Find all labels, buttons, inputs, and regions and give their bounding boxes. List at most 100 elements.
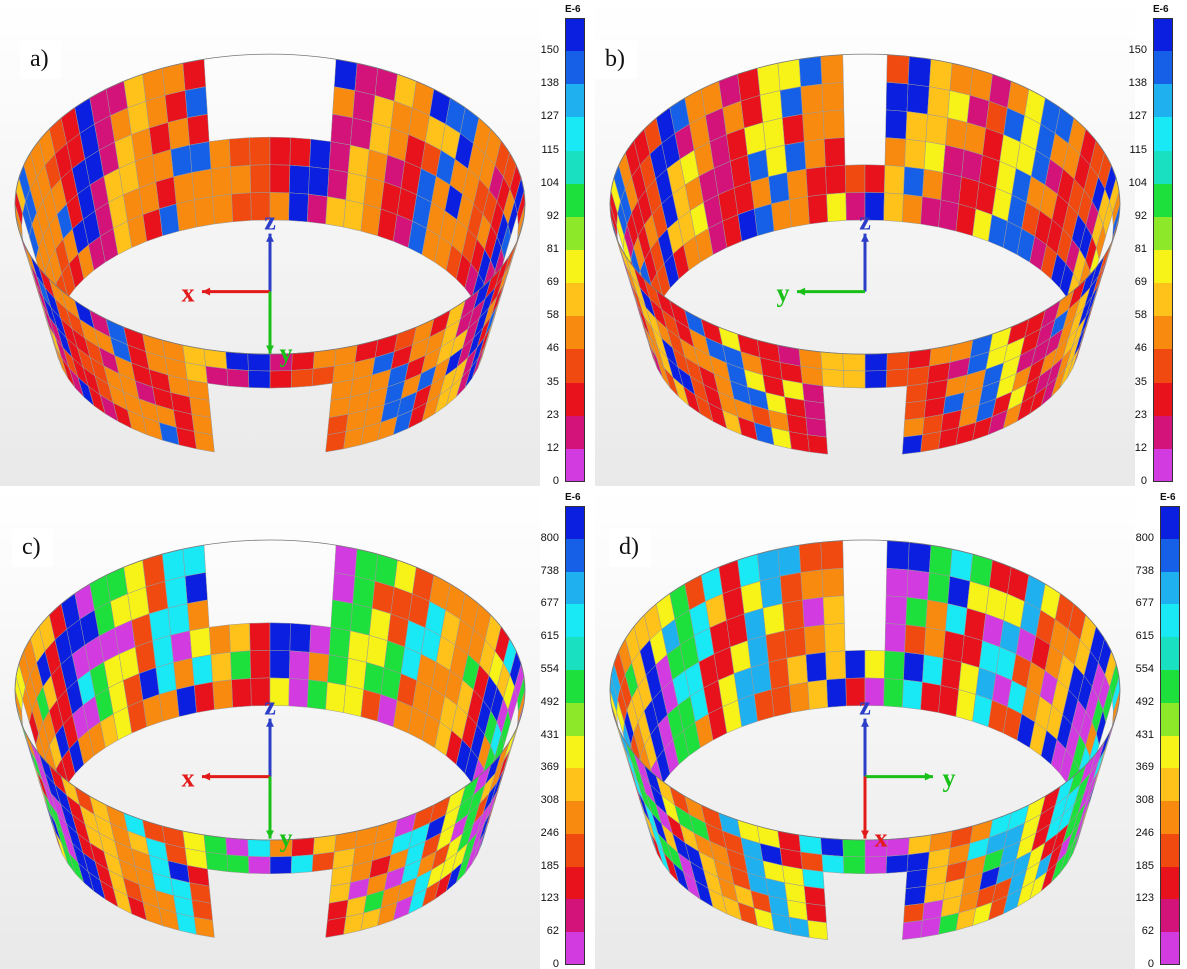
ring-mesh [14,53,526,453]
color-scale-tick: 738 [540,564,559,577]
color-scale-swatch [1153,415,1173,450]
color-scale-swatch [565,250,585,284]
color-scale-swatch [1160,604,1180,638]
ring-contour-plot-b: zy [595,0,1135,486]
color-scale-tick: 492 [540,695,559,708]
color-scale-swatch [565,866,585,900]
axis-triad: zxy [182,692,293,853]
color-scale-swatch [1160,538,1180,573]
color-scale-tick: 123 [540,892,559,905]
color-scale-swatch [565,702,585,736]
color-scale-tick: 0 [1140,475,1147,486]
color-scale-swatch [1153,84,1173,118]
color-scale-tick: 138 [1128,77,1147,90]
color-scale-swatch [1153,117,1173,152]
color-scale-tick: 738 [1135,564,1154,577]
color-scale-swatch [1160,637,1180,671]
color-scale-tick: 0 [1147,958,1154,969]
color-scale-tick: 115 [541,143,559,156]
color-scale-tick: 69 [1134,276,1147,289]
color-scale-tick: 23 [546,408,559,421]
color-scale-tick: 12 [546,441,559,454]
color-scale-swatch [1160,866,1180,900]
panel-label-a: a) [20,40,61,79]
color-scale-swatch [565,18,585,52]
axis-y-down: y [266,291,293,368]
axis-x-left: x [182,764,270,793]
color-scale-swatch [565,571,585,605]
color-scale-swatch [1153,382,1173,417]
axis-y-left-label: y [777,279,790,308]
color-scale-unit: E-6 [565,4,581,15]
color-scale-swatch [565,51,585,85]
color-scale-unit: E-6 [1160,492,1176,503]
panel-label-c: c) [12,528,53,567]
color-scale-swatch [1153,283,1173,317]
color-scale-swatch [565,637,585,671]
color-scale-tick: 92 [546,209,559,222]
color-scale-tick: 46 [546,342,559,355]
color-scale-swatch [565,316,585,350]
color-scale-swatch [1160,702,1180,736]
ring-mesh [609,53,1121,455]
color-scale-tick: 554 [540,662,559,675]
color-scale-tick: 0 [552,958,559,969]
color-scale-tick: 150 [540,44,559,57]
ring-mesh [14,539,526,938]
color-scale-swatch [565,283,585,317]
color-scale-tick: 123 [1135,892,1154,905]
color-scale-swatch [565,506,585,540]
color-scale-swatch [1160,669,1180,704]
color-scale-tick: 246 [540,826,559,839]
ring-contour-plot-d: zyx [595,488,1135,969]
color-scale-tick: 62 [1141,925,1154,938]
axis-triad: zy [777,207,871,308]
color-scale-swatch [565,768,585,802]
color-scale-tick: 115 [1129,143,1147,156]
color-scale-tick: 127 [1128,110,1147,123]
color-scale-tick: 800 [1135,531,1154,544]
axis-triad: z x y [182,207,293,368]
color-scale-tick: 308 [540,794,559,807]
color-scale-swatch [565,382,585,417]
color-scale-tick: 58 [1134,309,1147,322]
color-scale-swatch [565,448,585,483]
color-scale-swatch [565,538,585,573]
axis-y-right: y [865,764,956,793]
axis-y-right-label: y [943,764,956,793]
ring-contour-plot-a: z x y [0,0,540,486]
color-scale-swatch [1160,768,1180,802]
axis-z-up-label: z [264,207,276,236]
color-scale-swatch [565,899,585,933]
color-scale-tick: 492 [1135,695,1154,708]
color-scale-tick: 81 [1134,243,1147,255]
color-scale-swatch [1160,735,1180,769]
color-scale-swatch [1160,506,1180,540]
color-scale-tick: 677 [1135,597,1154,610]
color-scale-swatch [1153,316,1173,350]
color-scale-swatch [565,669,585,704]
color-scale-tick: 62 [546,925,559,938]
color-scale-swatch [1153,349,1173,384]
color-scale-swatch [565,117,585,152]
axis-x-left-label: x [182,279,195,308]
color-scale-swatch [1153,448,1173,483]
color-scale-swatch [565,84,585,118]
color-scale-swatch [565,735,585,769]
axis-x-left-label: x [182,764,195,793]
axis-z-up: z [859,692,871,777]
color-scale-tick: 12 [1134,441,1147,454]
color-scale-tick: 58 [546,309,559,322]
color-scale-tick: 127 [540,110,559,123]
color-scale-tick: 308 [1135,794,1154,807]
color-scale-swatch [565,349,585,384]
color-scale-swatch [1153,18,1173,52]
color-scale-tick: 23 [1134,408,1147,421]
color-scale-swatch [1153,250,1173,284]
